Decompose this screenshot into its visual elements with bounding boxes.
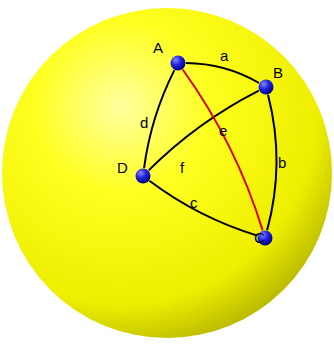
arc-label: f (180, 160, 184, 176)
point-label: B (273, 65, 289, 81)
point-label: C (254, 230, 270, 246)
arc-label-holder: b (278, 155, 286, 171)
arc-label-holder: d (140, 115, 148, 131)
arc-label: b (278, 155, 286, 171)
point-dot: A (170, 55, 186, 71)
point-dot: B (258, 79, 274, 95)
arc-label-holder: f (180, 160, 184, 176)
arc-label-holder: a (220, 48, 228, 64)
arc-label: e (219, 123, 227, 139)
great-circle-arc (183, 69, 263, 230)
point-label: D (117, 160, 133, 176)
point-dot: D (135, 168, 151, 184)
point-dot: C (257, 230, 273, 246)
great-circle-arc (149, 181, 257, 236)
arc-label-holder: e (219, 123, 227, 139)
dot-shape (258, 79, 274, 95)
arc-label-holder: c (190, 195, 198, 211)
arc-label: d (140, 115, 148, 131)
dot-shape (170, 55, 186, 71)
point-label: A (153, 40, 169, 56)
great-circle-arc (186, 63, 259, 83)
dot-shape (135, 168, 151, 184)
arc-label: a (220, 48, 228, 64)
great-circle-arc (267, 95, 276, 231)
sphere-body (2, 8, 332, 338)
great-circle-arc (144, 70, 174, 168)
arc-label: c (190, 195, 198, 211)
